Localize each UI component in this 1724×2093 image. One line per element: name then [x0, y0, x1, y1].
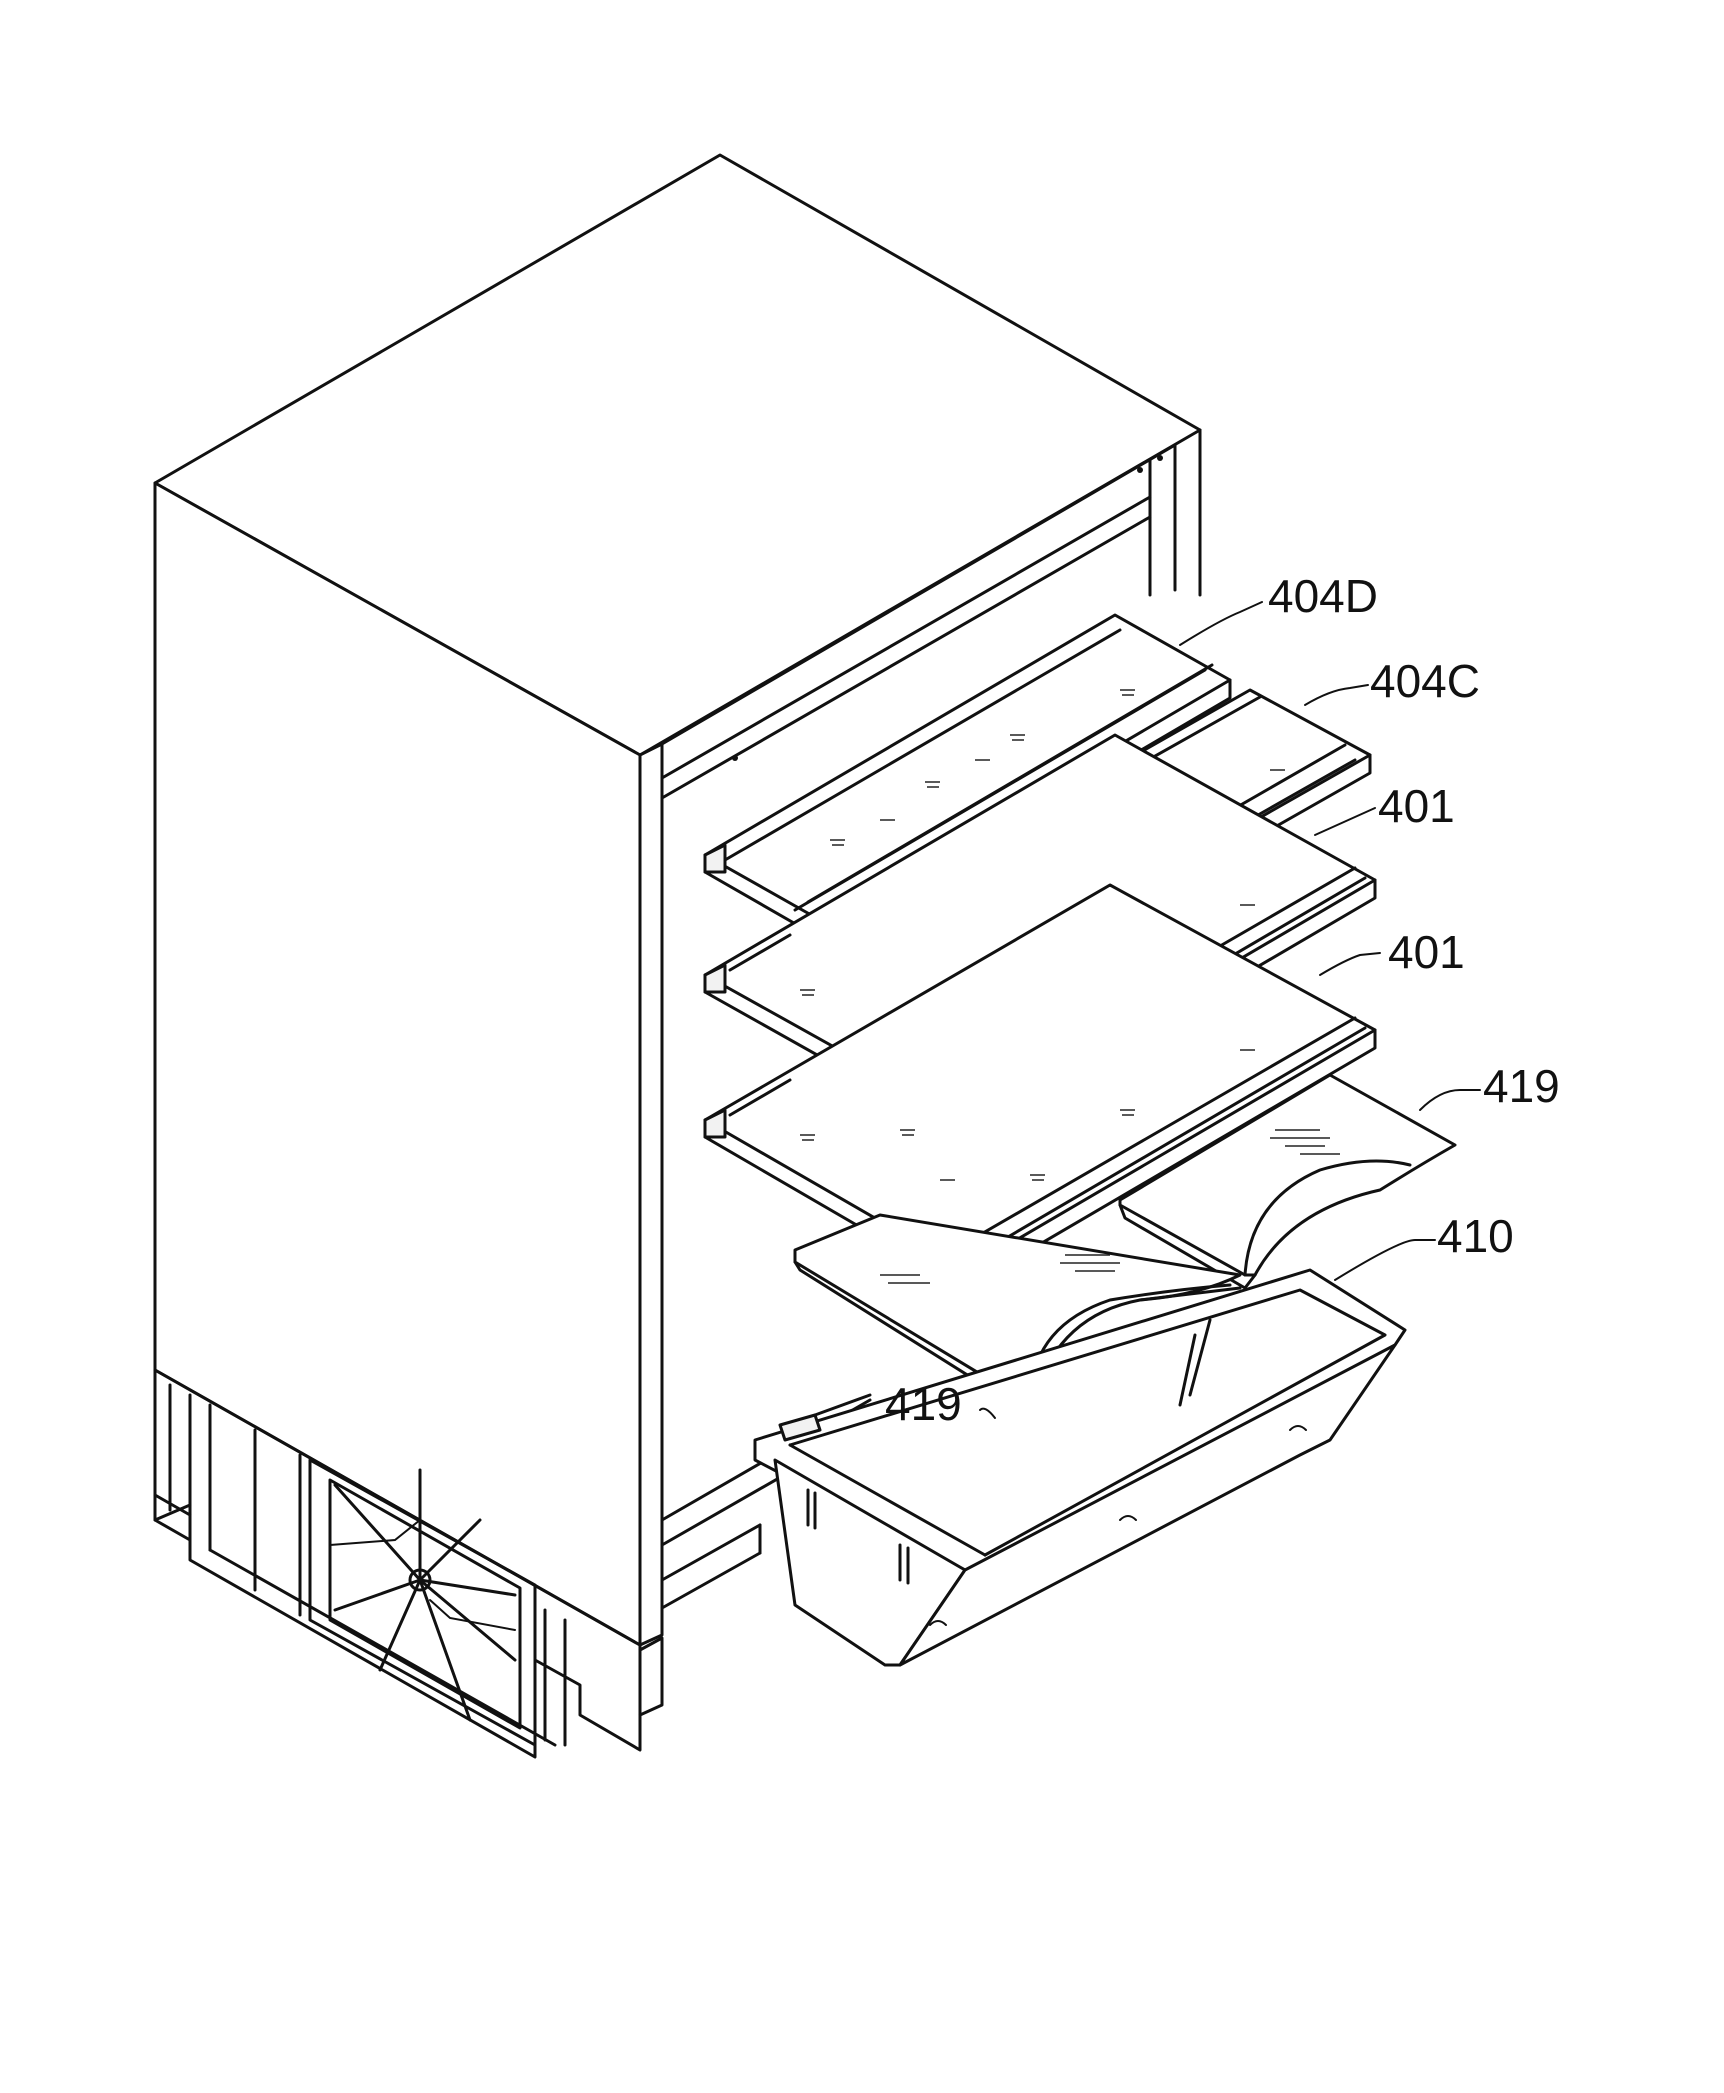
crisper-bin-410: [753, 1268, 1407, 1667]
reference-labels: 404D 404C 401 401 419 410 419: [885, 570, 1560, 1430]
front-top-rail: [660, 443, 1177, 746]
label-410: 410: [1437, 1210, 1514, 1262]
label-401-upper: 401: [1378, 780, 1455, 832]
leader-lines: [979, 601, 1481, 1419]
shelf-404d: [703, 613, 1232, 940]
cover-419-right: [1118, 1073, 1457, 1290]
cabinet-base: [153, 1368, 664, 1759]
cabinet: [153, 153, 1202, 1759]
fan-housing: [308, 1458, 537, 1747]
cabinet-front-frame: [638, 742, 664, 1647]
label-401-lower: 401: [1388, 926, 1465, 978]
shelf-401-lower: [703, 883, 1377, 1290]
label-419-right: 419: [1483, 1060, 1560, 1112]
label-404d: 404D: [1268, 570, 1378, 622]
label-419-left: 419: [885, 1378, 962, 1430]
fan-icon: [329, 1468, 517, 1722]
label-404c: 404C: [1370, 655, 1480, 707]
